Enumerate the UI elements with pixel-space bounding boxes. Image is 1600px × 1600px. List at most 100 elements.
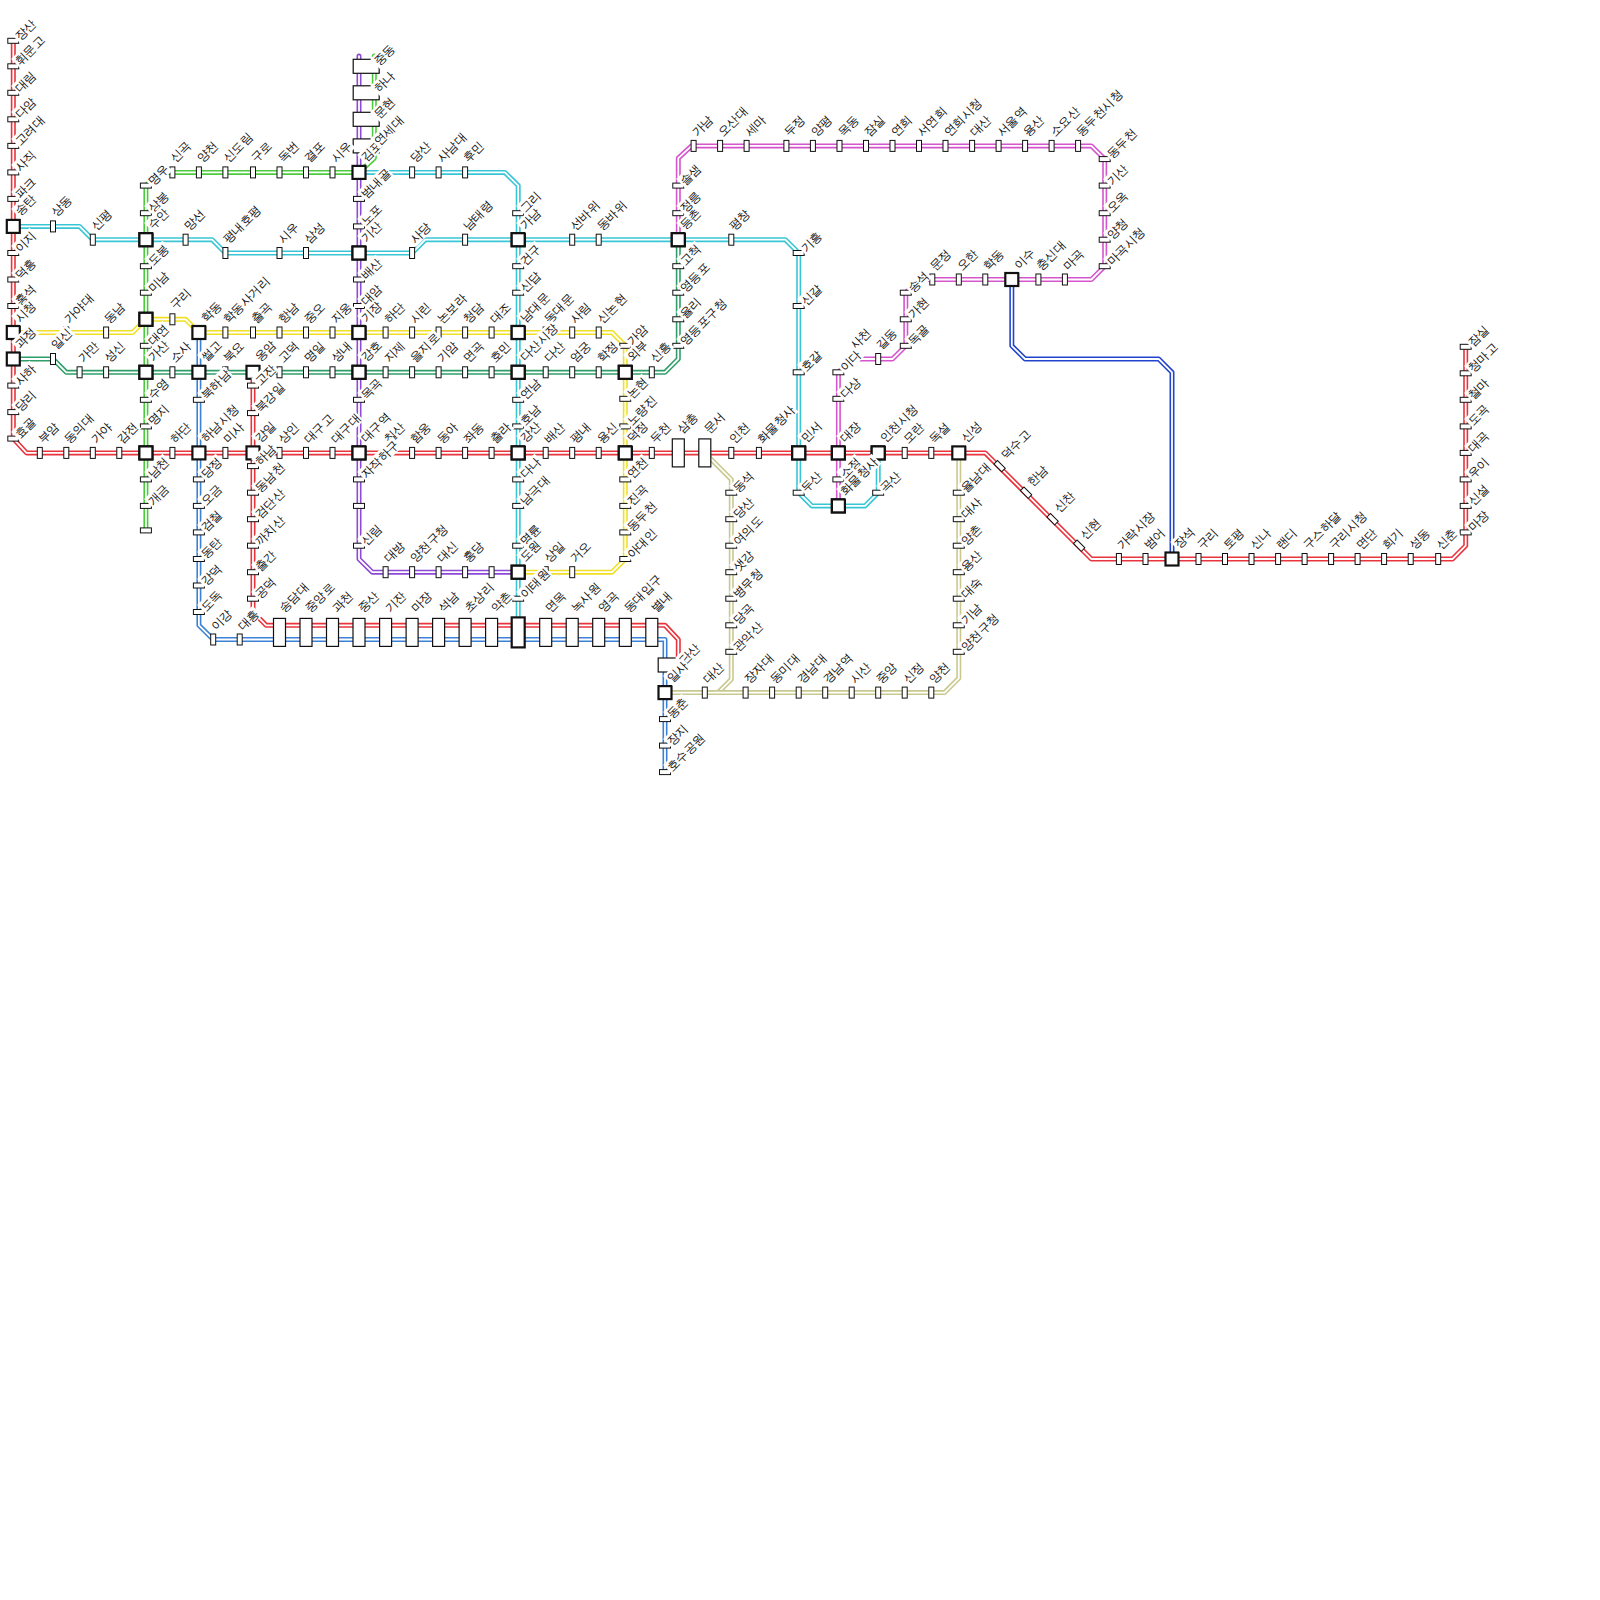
station-label: 대방	[380, 538, 408, 566]
interchange-marker	[659, 686, 672, 699]
station-marker	[943, 140, 948, 151]
station-label: 강호	[357, 337, 385, 365]
interchange-marker	[792, 446, 805, 459]
station-label: 면곡	[459, 338, 487, 366]
station-marker	[570, 447, 575, 458]
station-label: 엄궁	[566, 338, 594, 366]
station-label: 검철	[197, 507, 225, 535]
interchange-marker	[512, 326, 525, 339]
station-marker	[410, 367, 415, 378]
station-label: 공덕	[251, 573, 279, 601]
station-marker	[570, 327, 575, 338]
station-marker	[304, 367, 309, 378]
station-label: 중앙	[872, 658, 900, 686]
station-label: 양천	[193, 138, 221, 166]
station-marker	[1408, 554, 1413, 565]
station-label: 신갈	[797, 281, 825, 309]
interchange-marker	[192, 366, 205, 379]
station-marker	[90, 447, 95, 458]
line-track-core	[13, 41, 1465, 559]
station-label: 대숙	[957, 573, 985, 601]
station-marker	[1074, 540, 1085, 551]
station-label: 대산	[699, 658, 727, 686]
station-marker	[902, 687, 907, 698]
station-marker	[196, 167, 201, 178]
station-label: 도봉	[144, 241, 172, 269]
station-marker	[183, 234, 188, 245]
station-marker	[117, 447, 122, 458]
station-label: 목동	[834, 112, 862, 140]
station-label: 이지	[11, 228, 39, 256]
interchange-marker	[139, 446, 152, 459]
station-marker	[1329, 554, 1334, 565]
station-marker	[330, 447, 335, 458]
interchange-marker	[353, 247, 366, 260]
station-marker	[1382, 554, 1387, 565]
station-label: 평내호평	[219, 202, 264, 247]
station-marker	[596, 367, 601, 378]
station-marker	[784, 140, 789, 151]
station-label: 양천	[925, 658, 953, 686]
line-track-core	[359, 56, 518, 572]
station-marker	[619, 618, 631, 646]
station-label: 호갈	[797, 347, 825, 375]
station-marker	[929, 447, 934, 458]
station-marker	[1143, 554, 1148, 565]
station-marker	[823, 687, 828, 698]
line-track	[665, 453, 959, 693]
line-track	[13, 240, 678, 373]
station-label: 도곡	[1464, 401, 1492, 429]
interchange-marker	[1166, 553, 1179, 566]
station-label: 신나	[1246, 525, 1274, 553]
interchange-marker	[619, 446, 632, 459]
station-label: 기산	[1103, 160, 1131, 188]
station-marker	[463, 367, 468, 378]
station-label: 상일	[540, 538, 568, 566]
station-marker	[459, 618, 471, 646]
station-marker	[410, 447, 415, 458]
station-marker	[570, 567, 575, 578]
station-marker	[570, 367, 575, 378]
station-label: 신현	[1076, 514, 1104, 542]
station-label: 시린	[406, 298, 434, 326]
station-marker	[223, 248, 228, 259]
station-marker	[729, 234, 734, 245]
station-label: 고덕	[274, 338, 302, 366]
station-marker	[330, 367, 335, 378]
line-track-core	[359, 172, 518, 632]
station-label: 중오	[300, 298, 328, 326]
station-marker	[463, 327, 468, 338]
station-label: 랜디	[1272, 525, 1300, 553]
station-marker	[486, 618, 498, 646]
station-label: 잠실	[860, 112, 888, 140]
station-label: 가남	[688, 112, 716, 140]
station-marker	[770, 687, 775, 698]
interchange-marker	[512, 366, 525, 379]
line-track-core	[13, 240, 678, 373]
station-label: 망선	[180, 205, 208, 233]
station-marker	[929, 687, 934, 698]
station-marker	[902, 447, 907, 458]
line-track-core	[13, 319, 625, 572]
station-label: 동춘	[663, 694, 691, 722]
station-marker	[436, 567, 441, 578]
station-marker	[1436, 554, 1441, 565]
station-marker	[646, 618, 658, 646]
station-marker	[864, 140, 869, 151]
line-track	[359, 172, 518, 632]
station-label: 덕수고	[997, 426, 1034, 463]
interchange-marker	[353, 366, 366, 379]
station-marker	[330, 167, 335, 178]
station-label: 철마	[1464, 375, 1492, 403]
station-label: 동석	[729, 467, 757, 495]
station-label: 건구	[516, 241, 544, 269]
station-label: 문정	[926, 245, 954, 273]
interchange-marker	[792, 446, 805, 459]
station-marker	[1020, 487, 1031, 498]
station-marker	[1196, 554, 1201, 565]
station-label: 좌동	[459, 419, 487, 447]
station-label: 항남	[274, 298, 302, 326]
line-track-core	[253, 372, 678, 665]
